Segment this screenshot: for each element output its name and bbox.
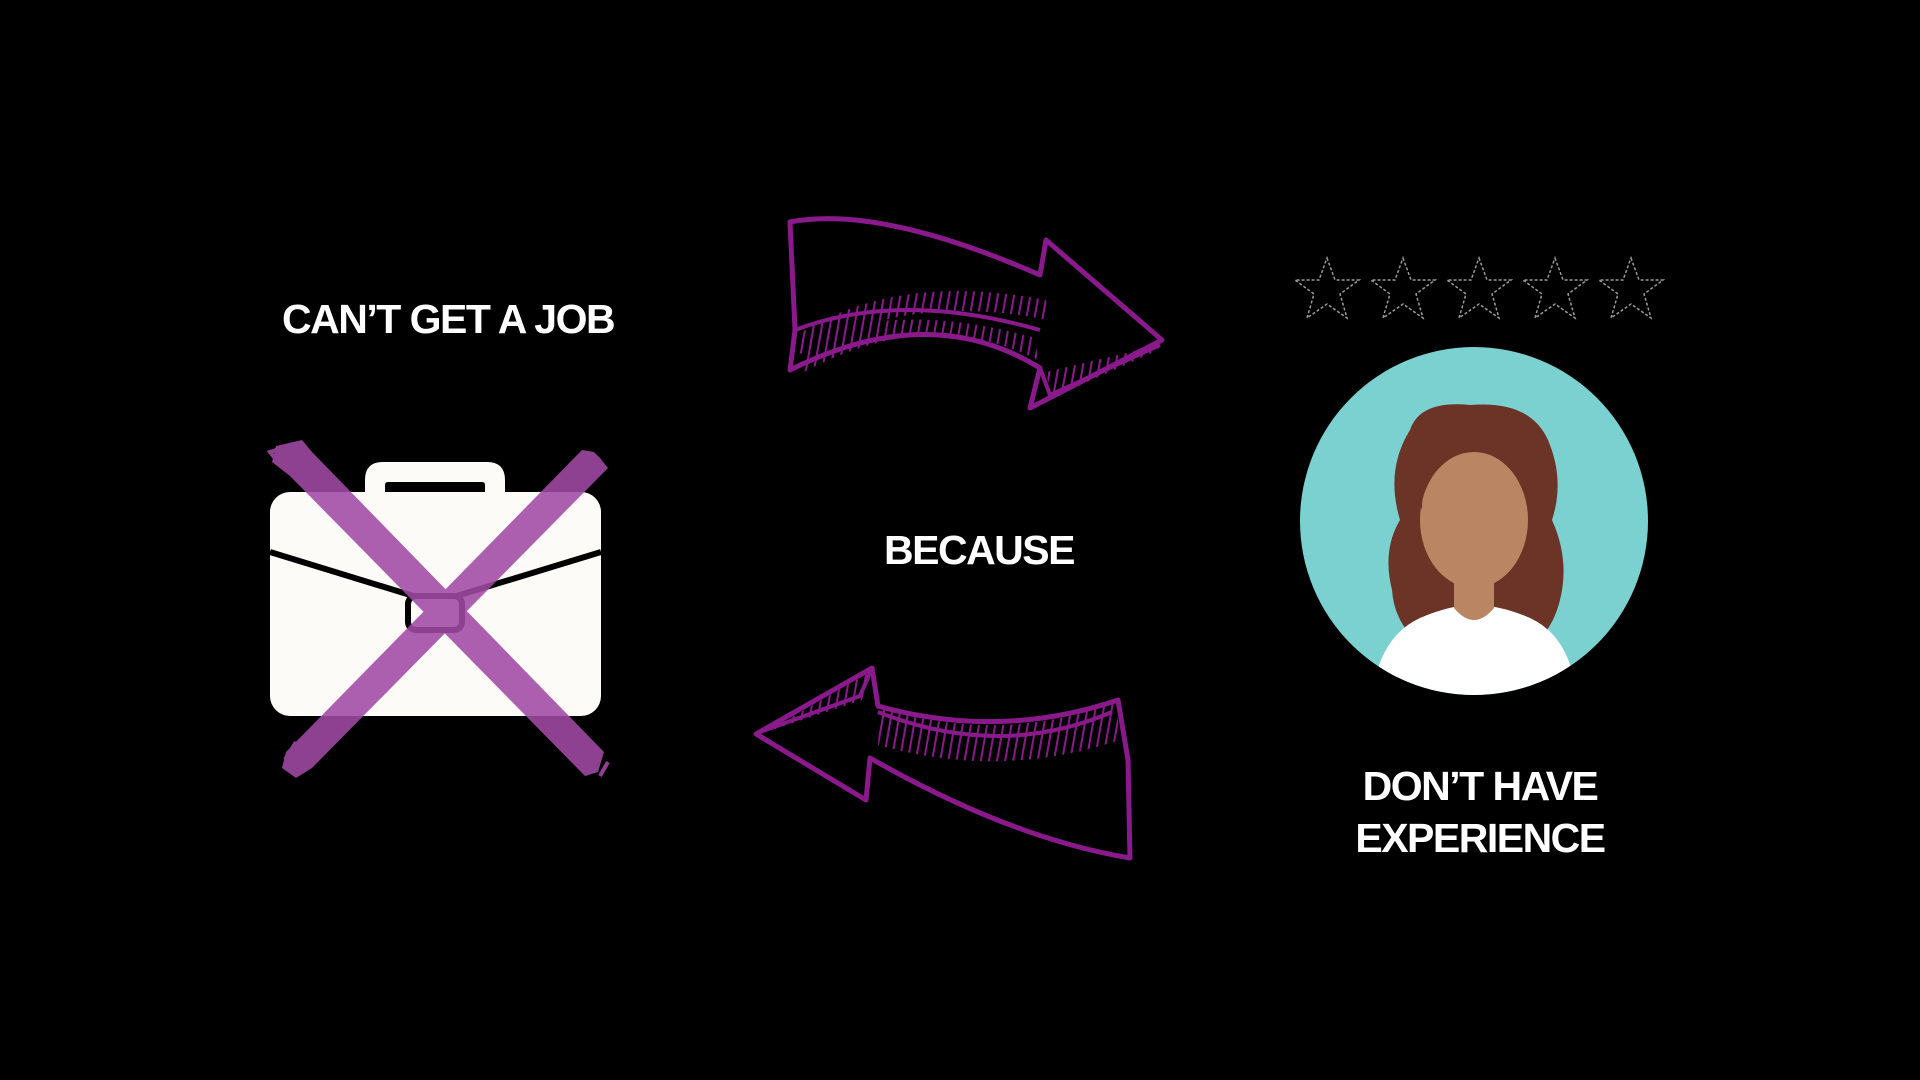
- star-icon: [1368, 255, 1438, 320]
- cross-mark-icon: [266, 440, 610, 778]
- woman-avatar-icon: [1300, 347, 1648, 695]
- curved-arrow-left-icon: [753, 665, 1133, 861]
- dont-have-experience-label: DON’T HAVE EXPERIENCE: [1310, 760, 1650, 864]
- experience-line-2: EXPERIENCE: [1355, 815, 1606, 861]
- star-icon: [1520, 255, 1590, 320]
- star-icon: [1444, 255, 1514, 320]
- curved-arrow-right-icon: [787, 216, 1165, 411]
- cant-get-a-job-label: CAN’T GET A JOB: [282, 296, 616, 342]
- star-icon: [1596, 255, 1666, 320]
- because-label: BECAUSE: [884, 527, 1075, 573]
- rating-stars: [1292, 255, 1666, 320]
- star-icon: [1292, 255, 1362, 320]
- experience-line-1: DON’T HAVE: [1362, 763, 1599, 809]
